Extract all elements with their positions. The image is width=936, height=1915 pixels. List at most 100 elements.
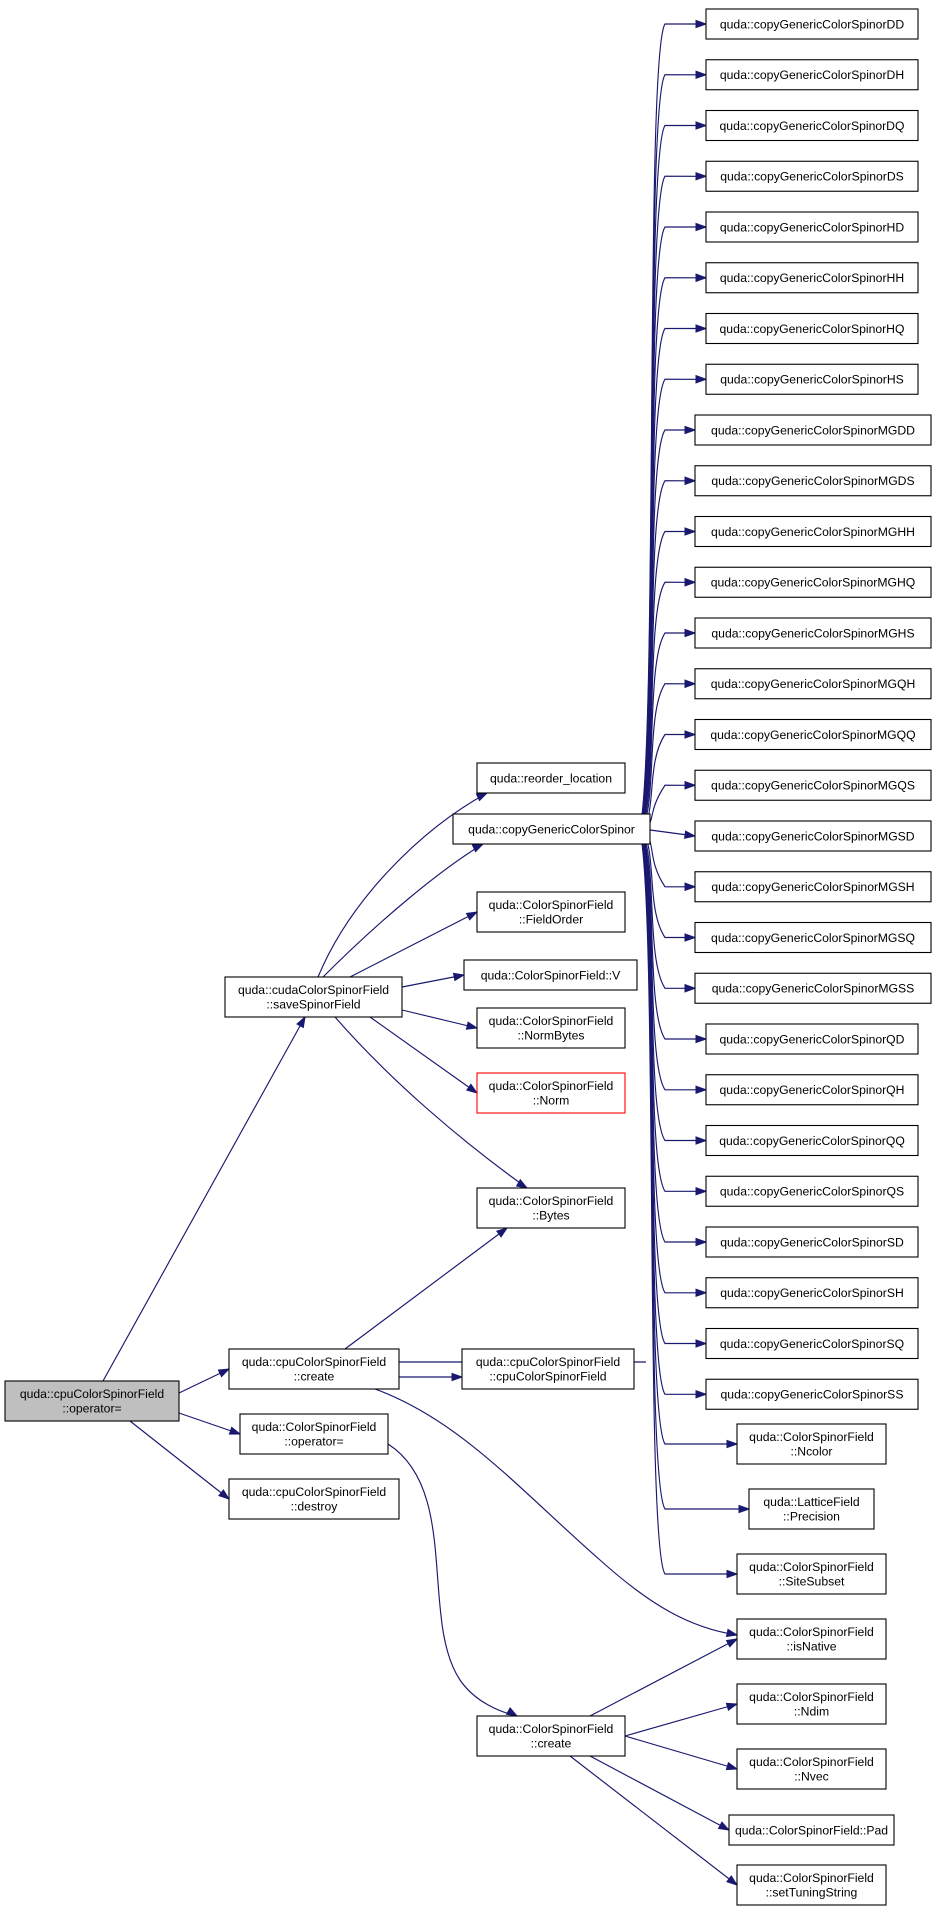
node-label: ::isNative [786, 1640, 836, 1654]
node-fieldOrder[interactable]: quda::ColorSpinorField::FieldOrder [476, 891, 626, 933]
node-MGHH[interactable]: quda::copyGenericColorSpinorMGHH [694, 515, 932, 548]
node-label: quda::ColorSpinorField [749, 1871, 874, 1885]
node-QD[interactable]: quda::copyGenericColorSpinorQD [705, 1023, 919, 1055]
node-saveSpinorField[interactable]: quda::cudaColorSpinorField::saveSpinorFi… [224, 976, 403, 1018]
node-QH[interactable]: quda::copyGenericColorSpinorQH [705, 1074, 919, 1106]
node-label: ::Bytes [532, 1209, 569, 1223]
node-MGSQ[interactable]: quda::copyGenericColorSpinorMGSQ [694, 921, 932, 954]
node-box [736, 1683, 887, 1725]
node-DQ[interactable]: quda::copyGenericColorSpinorDQ [705, 109, 919, 142]
node-QQ[interactable]: quda::copyGenericColorSpinorQQ [705, 1124, 919, 1157]
node-label: quda::copyGenericColorSpinorDH [720, 68, 904, 82]
edge-csfCreate-to-ndim [624, 1702, 739, 1737]
edge-line [624, 1703, 738, 1737]
node-label: quda::ColorSpinorField::V [481, 968, 621, 982]
node-SQ[interactable]: quda::copyGenericColorSpinorSQ [705, 1327, 919, 1360]
edge-arrowhead [695, 1186, 708, 1196]
node-SD[interactable]: quda::copyGenericColorSpinorSD [705, 1226, 919, 1258]
node-siteSubset[interactable]: quda::ColorSpinorField::SiteSubset [736, 1553, 887, 1595]
node-csfCreate[interactable]: quda::ColorSpinorField::create [476, 1715, 626, 1757]
node-HH[interactable]: quda::copyGenericColorSpinorHH [705, 262, 919, 294]
edge-arrowhead [725, 1628, 739, 1637]
node-ndim[interactable]: quda::ColorSpinorField::Ndim [736, 1683, 887, 1725]
node-setTuningString[interactable]: quda::ColorSpinorField::setTuningString [736, 1864, 887, 1906]
node-box [705, 1378, 919, 1410]
node-label: quda::copyGenericColorSpinorQQ [719, 1134, 905, 1148]
node-label: ::cpuColorSpinorField [489, 1370, 606, 1384]
node-root[interactable]: quda::cpuColorSpinorField::operator= [4, 1380, 180, 1422]
node-MGSD[interactable]: quda::copyGenericColorSpinorMGSD [694, 820, 932, 852]
node-norm[interactable]: quda::ColorSpinorField::Norm [476, 1072, 626, 1114]
node-label: quda::ColorSpinorField::Pad [735, 1823, 888, 1837]
node-SS[interactable]: quda::copyGenericColorSpinorSS [705, 1378, 919, 1410]
node-HS[interactable]: quda::copyGenericColorSpinorHS [705, 363, 919, 395]
edge-copyGeneric-to-MGHH [639, 527, 697, 831]
node-MGDS[interactable]: quda::copyGenericColorSpinorMGDS [694, 465, 932, 497]
edge-arrowhead [695, 19, 708, 29]
node-cpuDestroy[interactable]: quda::cpuColorSpinorField::destroy [228, 1478, 400, 1520]
node-normBytes[interactable]: quda::ColorSpinorField::NormBytes [476, 1007, 626, 1049]
node-SH[interactable]: quda::copyGenericColorSpinorSH [705, 1277, 919, 1309]
node-DD[interactable]: quda::copyGenericColorSpinorDD [705, 8, 919, 40]
edge-arrowhead [684, 933, 697, 942]
node-label: quda::copyGenericColorSpinorDQ [720, 119, 905, 133]
edge-arrowhead [684, 527, 697, 536]
edge-arrowhead [695, 70, 708, 80]
node-box [694, 465, 932, 497]
node-copyGeneric[interactable]: quda::copyGenericColorSpinor [452, 813, 651, 845]
node-MGSH[interactable]: quda::copyGenericColorSpinorMGSH [694, 871, 932, 903]
node-box [736, 1748, 887, 1790]
node-cpuCreate[interactable]: quda::cpuColorSpinorField::create [228, 1348, 400, 1390]
node-label: quda::cpuColorSpinorField [20, 1387, 164, 1401]
node-nvec[interactable]: quda::ColorSpinorField::Nvec [736, 1748, 887, 1790]
node-box [705, 1074, 919, 1106]
node-pad[interactable]: quda::ColorSpinorField::Pad [728, 1814, 895, 1846]
edge-cpuCreate-to-bytes [344, 1227, 509, 1350]
node-box [705, 160, 919, 192]
node-isNative[interactable]: quda::ColorSpinorField::isNative [736, 1618, 887, 1660]
edge-arrowhead [475, 792, 489, 802]
node-DH[interactable]: quda::copyGenericColorSpinorDH [705, 59, 919, 91]
node-box [4, 1380, 180, 1422]
node-precision[interactable]: quda::LatticeField::Precision [748, 1488, 875, 1530]
edge-csfOperator-to-csfCreate [387, 1443, 519, 1717]
node-csfV[interactable]: quda::ColorSpinorField::V [463, 959, 638, 991]
node-QS[interactable]: quda::copyGenericColorSpinorQS [705, 1175, 919, 1207]
edge-saveSpinorField-to-copyGeneric [322, 843, 485, 978]
node-bytes[interactable]: quda::ColorSpinorField::Bytes [476, 1187, 626, 1229]
node-box [705, 312, 919, 345]
node-MGDD[interactable]: quda::copyGenericColorSpinorMGDD [694, 414, 932, 446]
node-label: quda::copyGenericColorSpinorMGSD [711, 829, 914, 843]
edge-arrowhead [695, 374, 708, 384]
node-HD[interactable]: quda::copyGenericColorSpinorHD [705, 211, 919, 243]
node-MGHQ[interactable]: quda::copyGenericColorSpinorMGHQ [694, 566, 932, 598]
node-MGQS[interactable]: quda::copyGenericColorSpinorMGQS [694, 769, 932, 801]
edge-arrowhead [684, 476, 697, 486]
edge-root-to-cpuCreate [178, 1368, 231, 1394]
node-box [694, 820, 932, 852]
node-DS[interactable]: quda::copyGenericColorSpinorDS [705, 160, 919, 192]
node-csfOperator[interactable]: quda::ColorSpinorField::operator= [239, 1413, 389, 1455]
edge-arrowhead [471, 843, 485, 853]
node-ncolor[interactable]: quda::ColorSpinorField::Ncolor [736, 1423, 887, 1465]
edge-arrowhead [695, 1339, 708, 1348]
edge-line [589, 1755, 730, 1831]
node-HQ[interactable]: quda::copyGenericColorSpinorHQ [705, 312, 919, 345]
node-MGQQ[interactable]: quda::copyGenericColorSpinorMGQQ [694, 718, 932, 751]
node-box [705, 211, 919, 243]
node-label: ::SiteSubset [779, 1575, 845, 1589]
node-box [728, 1814, 895, 1846]
edge-line [639, 829, 696, 1040]
node-cpuCtor[interactable]: quda::cpuColorSpinorField::cpuColorSpino… [461, 1348, 635, 1390]
edge-root-to-csfOperator [178, 1412, 242, 1435]
edge-arrowhead [695, 171, 708, 181]
edge-arrowhead [725, 1702, 739, 1712]
node-box [476, 762, 626, 794]
node-MGHS[interactable]: quda::copyGenericColorSpinorMGHS [694, 617, 932, 649]
node-label: quda::copyGenericColorSpinorMGQH [711, 677, 916, 691]
edge-line [639, 480, 686, 831]
node-label: quda::copyGenericColorSpinorDS [720, 170, 904, 184]
node-MGQH[interactable]: quda::copyGenericColorSpinorMGQH [694, 668, 932, 700]
node-reorderLocation[interactable]: quda::reorder_location [476, 762, 626, 794]
node-MGSS[interactable]: quda::copyGenericColorSpinorMGSS [694, 972, 932, 1004]
